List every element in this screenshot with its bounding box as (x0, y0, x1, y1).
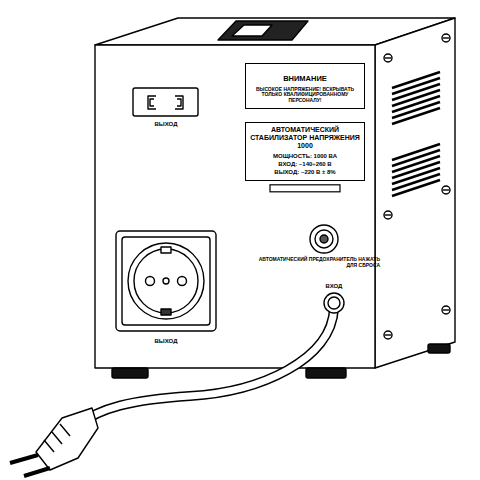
screw (384, 54, 392, 62)
schuko-outlet (116, 231, 216, 331)
label-heading: АВТОМАТИЧЕСКИЙ СТАБИЛИЗАТОР НАПРЯЖЕНИЯ 1… (250, 126, 360, 150)
pin-hole (146, 277, 155, 286)
screw (384, 331, 392, 339)
plug-pin (24, 468, 50, 476)
rating-plate: АВТОМАТИЧЕСКИЙ СТАБИЛИЗАТОР НАПРЯЖЕНИЯ 1… (245, 122, 365, 181)
plug-pin (10, 455, 38, 463)
warning-label: ВНИМАНИЕ ВЫСОКОЕ НАПРЯЖЕНИЕ! ВСКРЫВАТЬ ТО… (245, 63, 365, 109)
label-text: ВХОД: ~140÷260 В (250, 161, 360, 168)
label-text: ВЫСОКОЕ НАПРЯЖЕНИЕ! ВСКРЫВАТЬ ТОЛЬКО КВА… (250, 87, 360, 104)
power-cable (78, 308, 334, 425)
fuse-button (310, 225, 338, 253)
center-screw (163, 278, 169, 284)
top-switch (218, 21, 308, 40)
switch-key (232, 25, 272, 36)
screw (442, 34, 450, 42)
label-heading: ВНИМАНИЕ (269, 75, 341, 84)
label-text: ВЫХОД: ~220 В ± 8% (250, 169, 360, 176)
fuse-label: АВТОМАТИЧЕСКИЙ ПРЕДОХРАНИТЕЛЬ НАЖАТЬ ДЛЯ… (250, 257, 380, 269)
outlet-recess (134, 249, 198, 313)
plug-grip (44, 424, 70, 452)
side-face (375, 18, 455, 368)
foot (306, 368, 346, 378)
side-vents (392, 72, 440, 196)
outlet-label: ВЫХОД (126, 338, 206, 345)
screw (442, 306, 450, 314)
input-label: ВХОД (304, 283, 364, 290)
outlet-label: ВЫХОД (130, 121, 202, 128)
foot (428, 344, 450, 353)
outlet-slot (148, 96, 156, 109)
power-cable (78, 308, 334, 425)
serial-plate (270, 185, 340, 192)
ground-clip (161, 309, 171, 315)
foot (112, 368, 148, 378)
plug-body (36, 408, 98, 470)
label-text: МОЩНОСТЬ: 1000 ВА (250, 153, 360, 160)
cable-gland (328, 297, 340, 309)
vent-slot (392, 108, 440, 124)
screw (384, 211, 392, 219)
fuse-button (315, 230, 333, 248)
ground-clip (161, 247, 171, 253)
outlet-ring (128, 243, 204, 319)
pin-hole (178, 277, 187, 286)
cable-gland (324, 293, 344, 313)
fuse-button (320, 235, 328, 243)
vent-slot (392, 180, 440, 196)
outlet-plate (122, 237, 210, 325)
small-outlet (133, 88, 198, 116)
outlet-slot (175, 96, 183, 109)
screw (442, 186, 450, 194)
